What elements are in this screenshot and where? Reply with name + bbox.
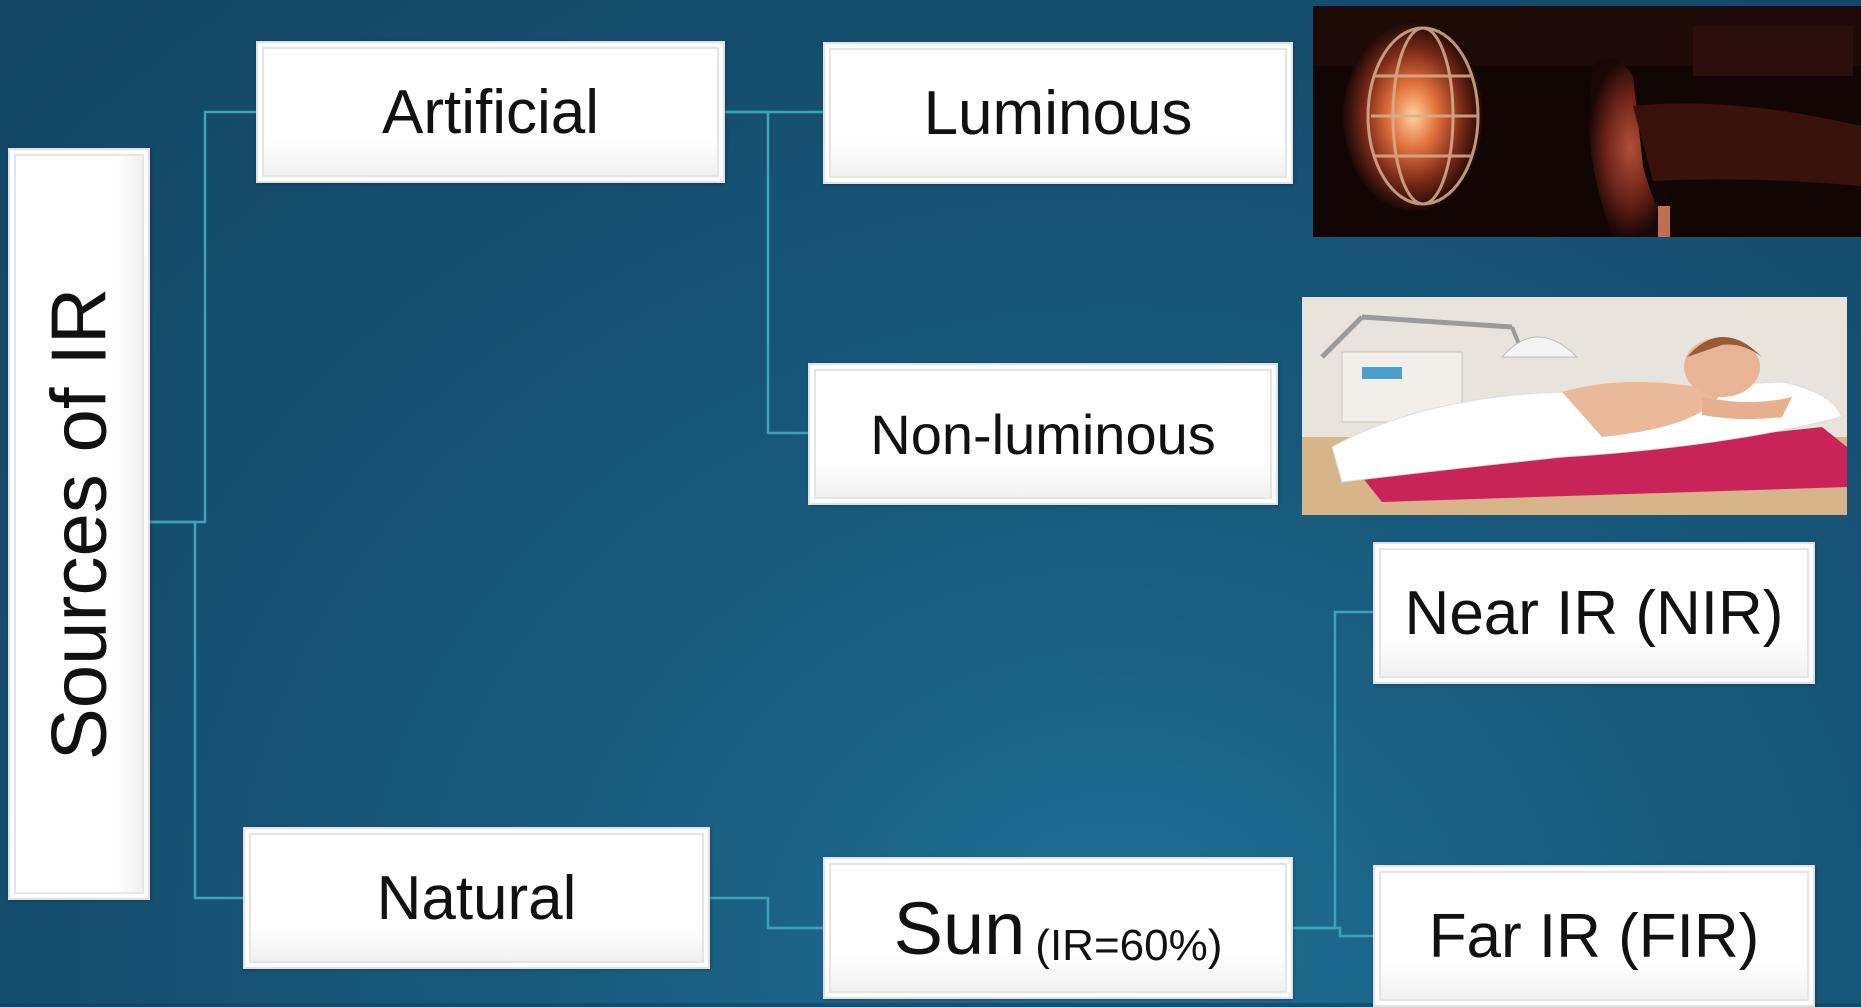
luminous-heat-lamp-photo xyxy=(1313,6,1861,237)
connector-natural-sun xyxy=(710,896,823,930)
connector-root-artificial xyxy=(150,110,256,524)
node-non-luminous: Non-luminous xyxy=(808,363,1278,505)
node-artificial: Artificial xyxy=(256,41,725,183)
root-node-label: Sources of IR xyxy=(34,287,123,761)
connector-sun-nir xyxy=(1293,610,1373,930)
node-sun-text: Sun(IR=60%) xyxy=(894,886,1223,971)
node-sun: Sun(IR=60%) xyxy=(823,857,1293,999)
node-natural-label: Natural xyxy=(376,863,577,933)
node-artificial-label: Artificial xyxy=(381,77,600,147)
node-luminous-label: Luminous xyxy=(923,78,1193,148)
node-far-ir: Far IR (FIR) xyxy=(1373,865,1815,1007)
connector-sun-fir xyxy=(1293,926,1373,938)
node-natural: Natural xyxy=(243,827,710,969)
node-sun-label: Sun xyxy=(893,886,1026,970)
node-sun-note: (IR=60%) xyxy=(1035,920,1223,970)
connector-artificial-nonluminous xyxy=(725,110,808,435)
root-node-sources-of-ir: Sources of IR xyxy=(8,148,150,900)
connector-root-natural xyxy=(150,520,243,900)
node-luminous: Luminous xyxy=(823,42,1293,184)
non-luminous-therapy-photo xyxy=(1302,297,1847,515)
node-far-ir-label: Far IR (FIR) xyxy=(1428,901,1760,971)
node-non-luminous-label: Non-luminous xyxy=(870,402,1216,466)
node-near-ir: Near IR (NIR) xyxy=(1373,542,1815,684)
node-near-ir-label: Near IR (NIR) xyxy=(1404,578,1784,648)
